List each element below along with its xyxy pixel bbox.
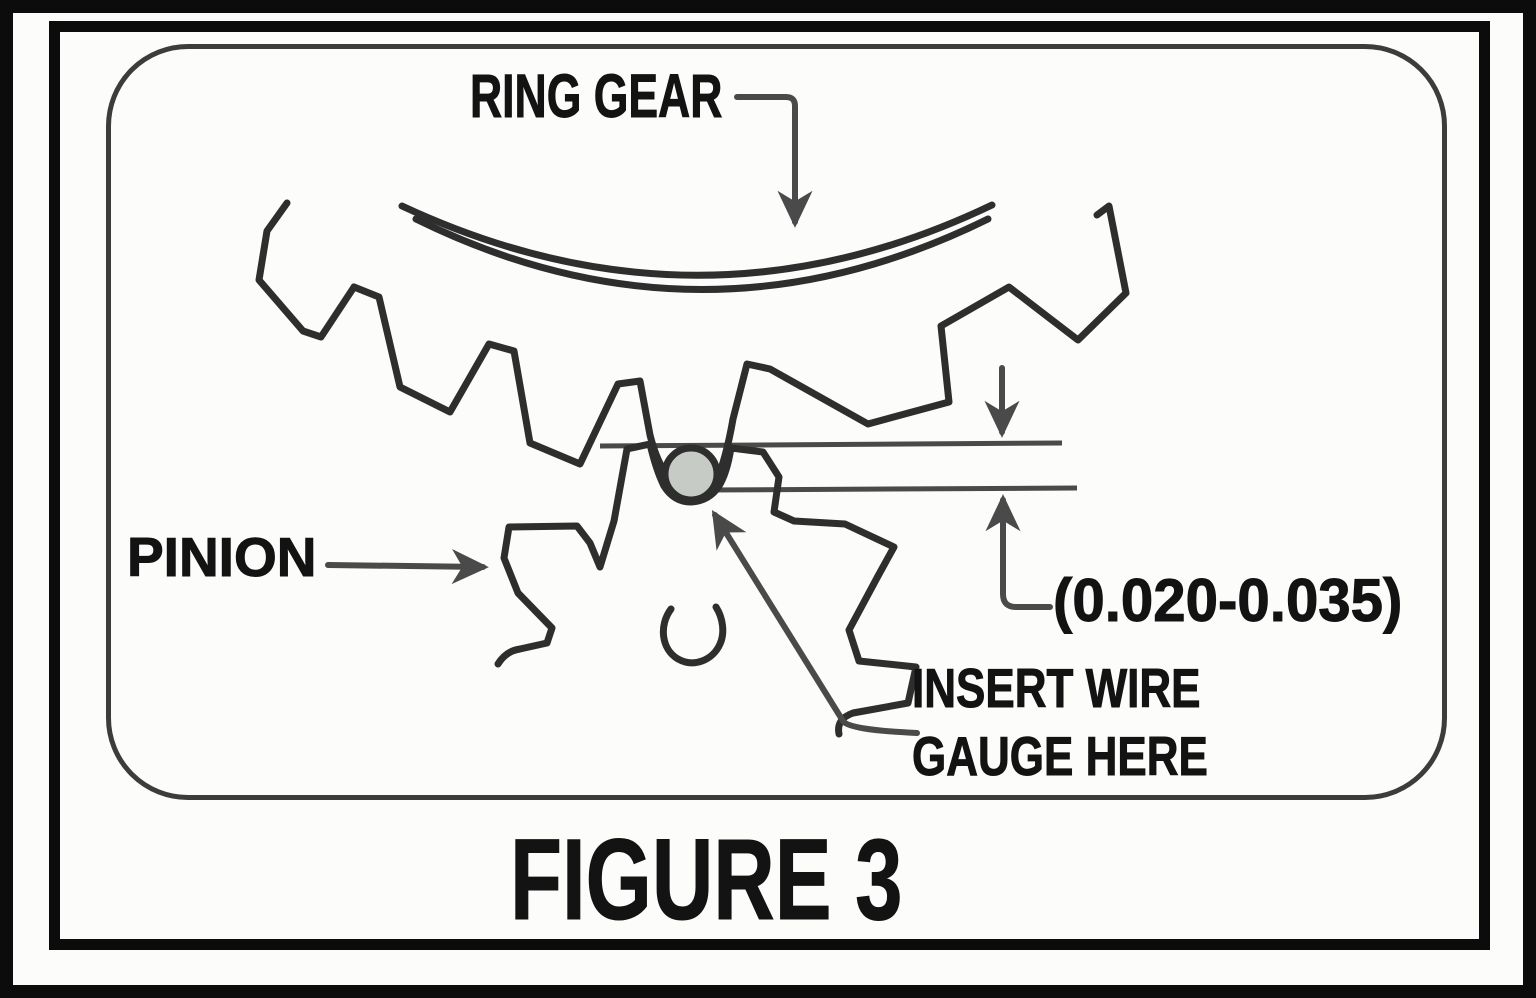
diagram-panel [106,44,1447,800]
pinion-center-arc [659,603,727,667]
clearance-value-label: (0.020-0.035) [1053,567,1403,634]
figure-caption: FIGURE 3 [510,816,903,944]
ring-gear-leader-arrow [734,94,813,228]
wire-gauge-strip-bottom-line [705,485,1078,493]
ring-gear-teeth-left [255,199,673,482]
ring-gear-label: RING GEAR [470,62,723,130]
ring-gear-rim-outer [398,201,996,279]
ring-gear-teeth-right [712,202,1130,486]
insert-wire-leader-arrow [711,510,920,736]
wire-gauge-circle [661,444,721,504]
pinion-leader-arrow [325,549,489,585]
dimension-arrow-up [985,494,1053,610]
wire-gauge-strip-top-line [599,440,1063,449]
inner-frame [49,21,1490,950]
insert-wire-label-line2: GAUGE HERE [912,725,1209,787]
ring-gear-rim-inner [412,215,992,293]
pinion-label: PINION [126,526,317,588]
insert-wire-label-line1: INSERT WIRE [912,657,1201,719]
